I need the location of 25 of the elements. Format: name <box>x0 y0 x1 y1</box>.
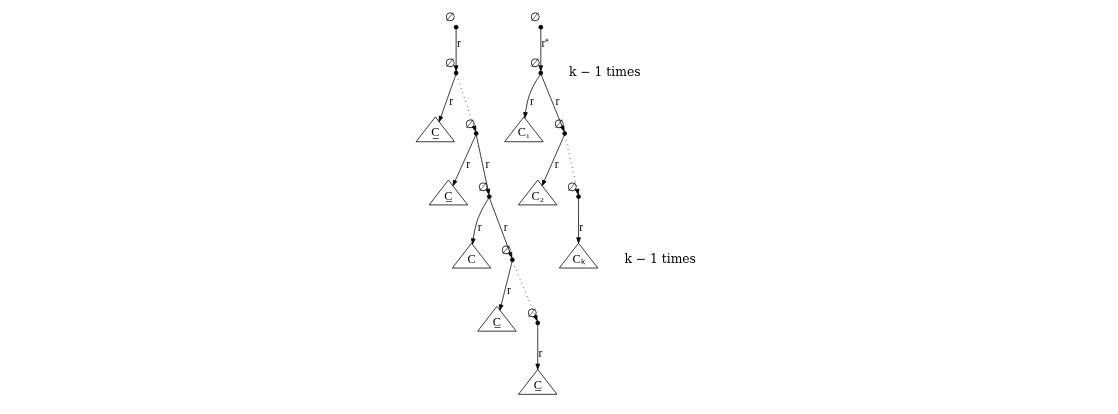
edge-label: r <box>538 347 542 360</box>
edge-label: r <box>554 94 559 107</box>
node-label: ∅ <box>529 10 540 25</box>
edge-label: r <box>506 284 511 297</box>
label: k − 1 times <box>623 251 696 266</box>
node-label: ∅ <box>553 116 564 131</box>
node-label: ∅ <box>529 56 540 71</box>
edge-label: r⁺ <box>541 36 549 49</box>
edge-label: r <box>503 220 508 233</box>
edge-label: r <box>484 157 489 170</box>
node-label: ∅ <box>500 242 511 257</box>
label: k − 1 times <box>568 64 641 79</box>
node-label: ∅ <box>526 305 537 320</box>
edge-label: r <box>456 36 461 49</box>
node-label: ∅ <box>477 179 488 194</box>
edge-label: r <box>529 94 534 107</box>
edge-label: r <box>465 157 470 170</box>
node-label: ∅ <box>566 179 577 194</box>
node-label: ∅ <box>444 56 455 71</box>
node-label: ∅ <box>464 116 475 131</box>
edge-label: r <box>578 220 583 233</box>
edge-label: r <box>477 220 482 233</box>
edge-label: r <box>554 157 559 170</box>
edge-label: r <box>448 94 453 107</box>
node-label: ∅ <box>444 10 455 25</box>
